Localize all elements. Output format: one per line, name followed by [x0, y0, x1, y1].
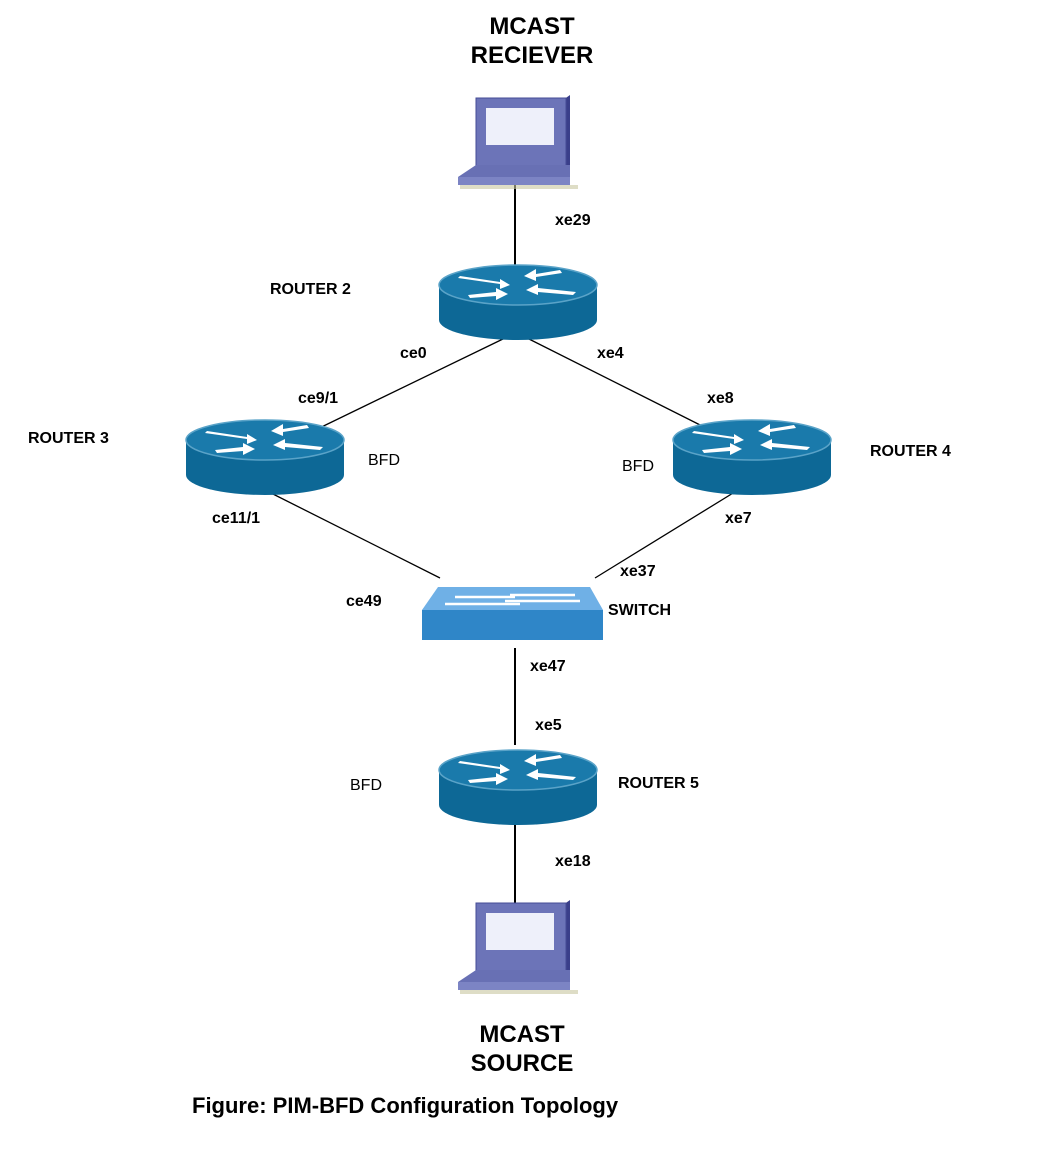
interface-xe29: xe29 — [555, 212, 591, 229]
interface-ce49: ce49 — [346, 593, 382, 610]
interface-xe8: xe8 — [707, 390, 734, 407]
bfd-label-router3: BFD — [368, 452, 400, 469]
receiver-title-line1: MCAST — [489, 13, 575, 40]
link-router3-switch — [264, 489, 441, 579]
links — [264, 175, 739, 910]
router3-label: ROUTER 3 — [28, 430, 109, 447]
switch-label: SWITCH — [608, 602, 672, 619]
interface-xe7: xe7 — [725, 510, 752, 527]
interface-xe4: xe4 — [597, 345, 624, 362]
router5-label: ROUTER 5 — [618, 775, 699, 792]
receiver-title-line2: RECIEVER — [470, 42, 594, 69]
interface-ce0: ce0 — [400, 345, 427, 362]
interface-ce11-1: ce11/1 — [212, 510, 261, 527]
receiver-computer-icon — [457, 94, 579, 190]
source-title: MCAST SOURCE — [372, 1020, 672, 1078]
interface-xe5: xe5 — [535, 717, 562, 734]
interface-xe18: xe18 — [555, 853, 591, 870]
link-router2-router4 — [526, 337, 721, 436]
interface-xe47: xe47 — [530, 658, 566, 675]
router2-icon — [438, 264, 598, 341]
receiver-title: MCAST RECIEVER — [382, 12, 682, 70]
link-router2-router3 — [304, 337, 506, 436]
router2-label: ROUTER 2 — [270, 281, 351, 298]
source-computer-icon — [457, 899, 579, 995]
interface-xe37: xe37 — [620, 563, 656, 580]
switch-icon — [422, 587, 603, 640]
link-router4-switch — [594, 489, 739, 579]
router3-icon — [185, 419, 345, 496]
figure-caption: Figure: PIM-BFD Configuration Topology — [192, 1093, 619, 1118]
router4-icon — [672, 419, 832, 496]
bfd-label-router4: BFD — [622, 458, 654, 475]
router4-label: ROUTER 4 — [870, 443, 951, 460]
interface-ce9-1: ce9/1 — [298, 390, 339, 407]
router5-icon — [438, 749, 598, 826]
source-title-line2: SOURCE — [470, 1050, 574, 1077]
source-title-line1: MCAST — [479, 1021, 565, 1048]
bfd-label-router5: BFD — [350, 777, 382, 794]
